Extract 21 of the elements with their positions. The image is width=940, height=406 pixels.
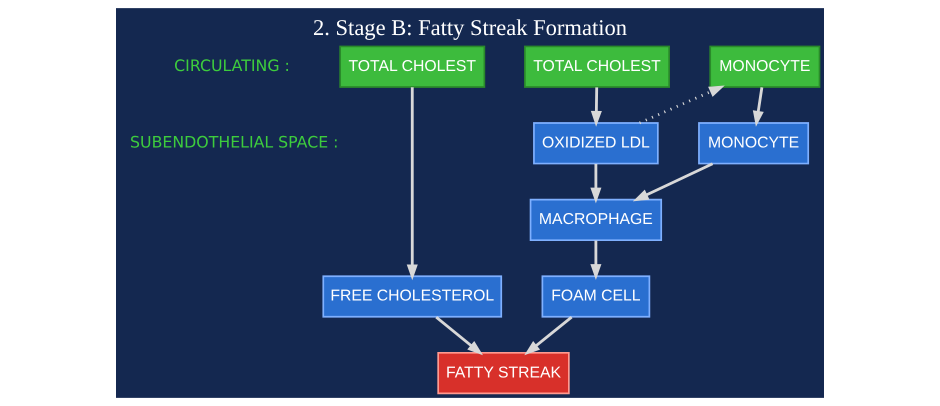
node-box: OXIDIZED LDL (533, 122, 659, 164)
label: SUBENDOTHELIAL SPACE : (130, 132, 338, 152)
arrow (590, 240, 602, 280)
node-box: FOAM CELL (542, 275, 650, 318)
arrow (406, 87, 418, 280)
arrow (752, 87, 764, 127)
arrow (435, 316, 483, 356)
node-box: TOTAL CHOLEST (339, 46, 486, 88)
node-box: MONOCYTE (709, 46, 820, 88)
node-box: TOTAL CHOLEST (524, 46, 670, 88)
label: CIRCULATING : (174, 56, 290, 75)
arrow (590, 164, 602, 204)
arrow (639, 85, 725, 124)
diagram-title: 2. Stage B: Fatty Streak Formation (313, 15, 627, 40)
node-box: FREE CHOLESTEROL (322, 275, 502, 318)
node-box: MONOCYTE (698, 122, 810, 164)
node-box: FATTY STREAK (437, 352, 570, 394)
arrow (590, 87, 602, 127)
arrow (524, 316, 572, 356)
node-box: MACROPHAGE (530, 198, 662, 242)
arrow (632, 162, 714, 202)
